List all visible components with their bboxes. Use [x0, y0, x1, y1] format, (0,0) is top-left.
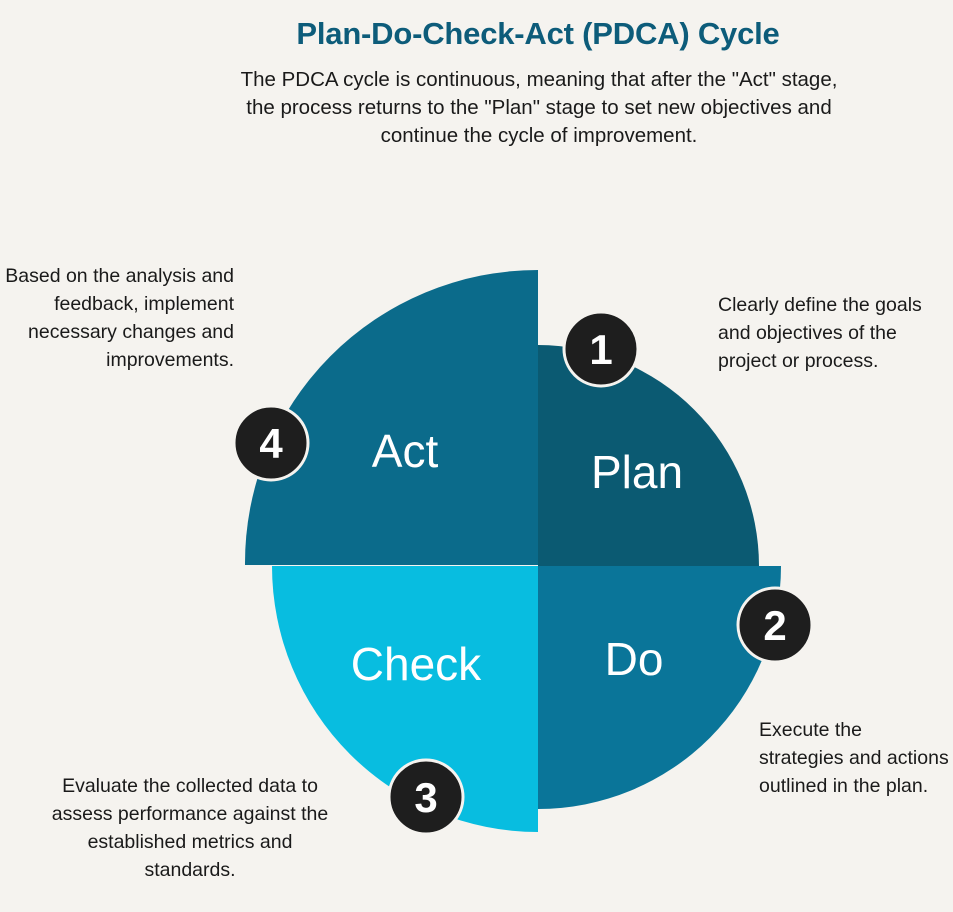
act-number: 4	[259, 420, 283, 467]
page-title: Plan-Do-Check-Act (PDCA) Cycle	[296, 16, 780, 51]
check-number: 3	[414, 774, 437, 821]
page-subtitle: The PDCA cycle is continuous, meaning th…	[240, 68, 838, 147]
plan-label: Plan	[591, 446, 683, 498]
do-number-badge: 2	[736, 586, 814, 664]
do-quadrant	[538, 566, 781, 809]
plan-number-badge: 1	[562, 310, 640, 388]
do-label: Do	[605, 633, 664, 685]
check-label: Check	[351, 638, 482, 690]
do-number: 2	[763, 602, 786, 649]
plan-description: Clearly define the goals and objectives …	[718, 294, 922, 372]
act-label: Act	[372, 425, 439, 477]
check-quadrant	[272, 566, 538, 832]
act-number-badge: 4	[232, 404, 310, 482]
act-description: Based on the analysis and feedback, impl…	[5, 265, 234, 371]
act-quadrant	[244, 269, 538, 565]
do-description: Execute the strategies and actions outli…	[759, 719, 949, 797]
check-description: Evaluate the collected data to assess pe…	[51, 775, 329, 881]
plan-quadrant	[538, 345, 759, 566]
check-number-badge: 3	[387, 758, 465, 836]
plan-number: 1	[589, 326, 612, 373]
